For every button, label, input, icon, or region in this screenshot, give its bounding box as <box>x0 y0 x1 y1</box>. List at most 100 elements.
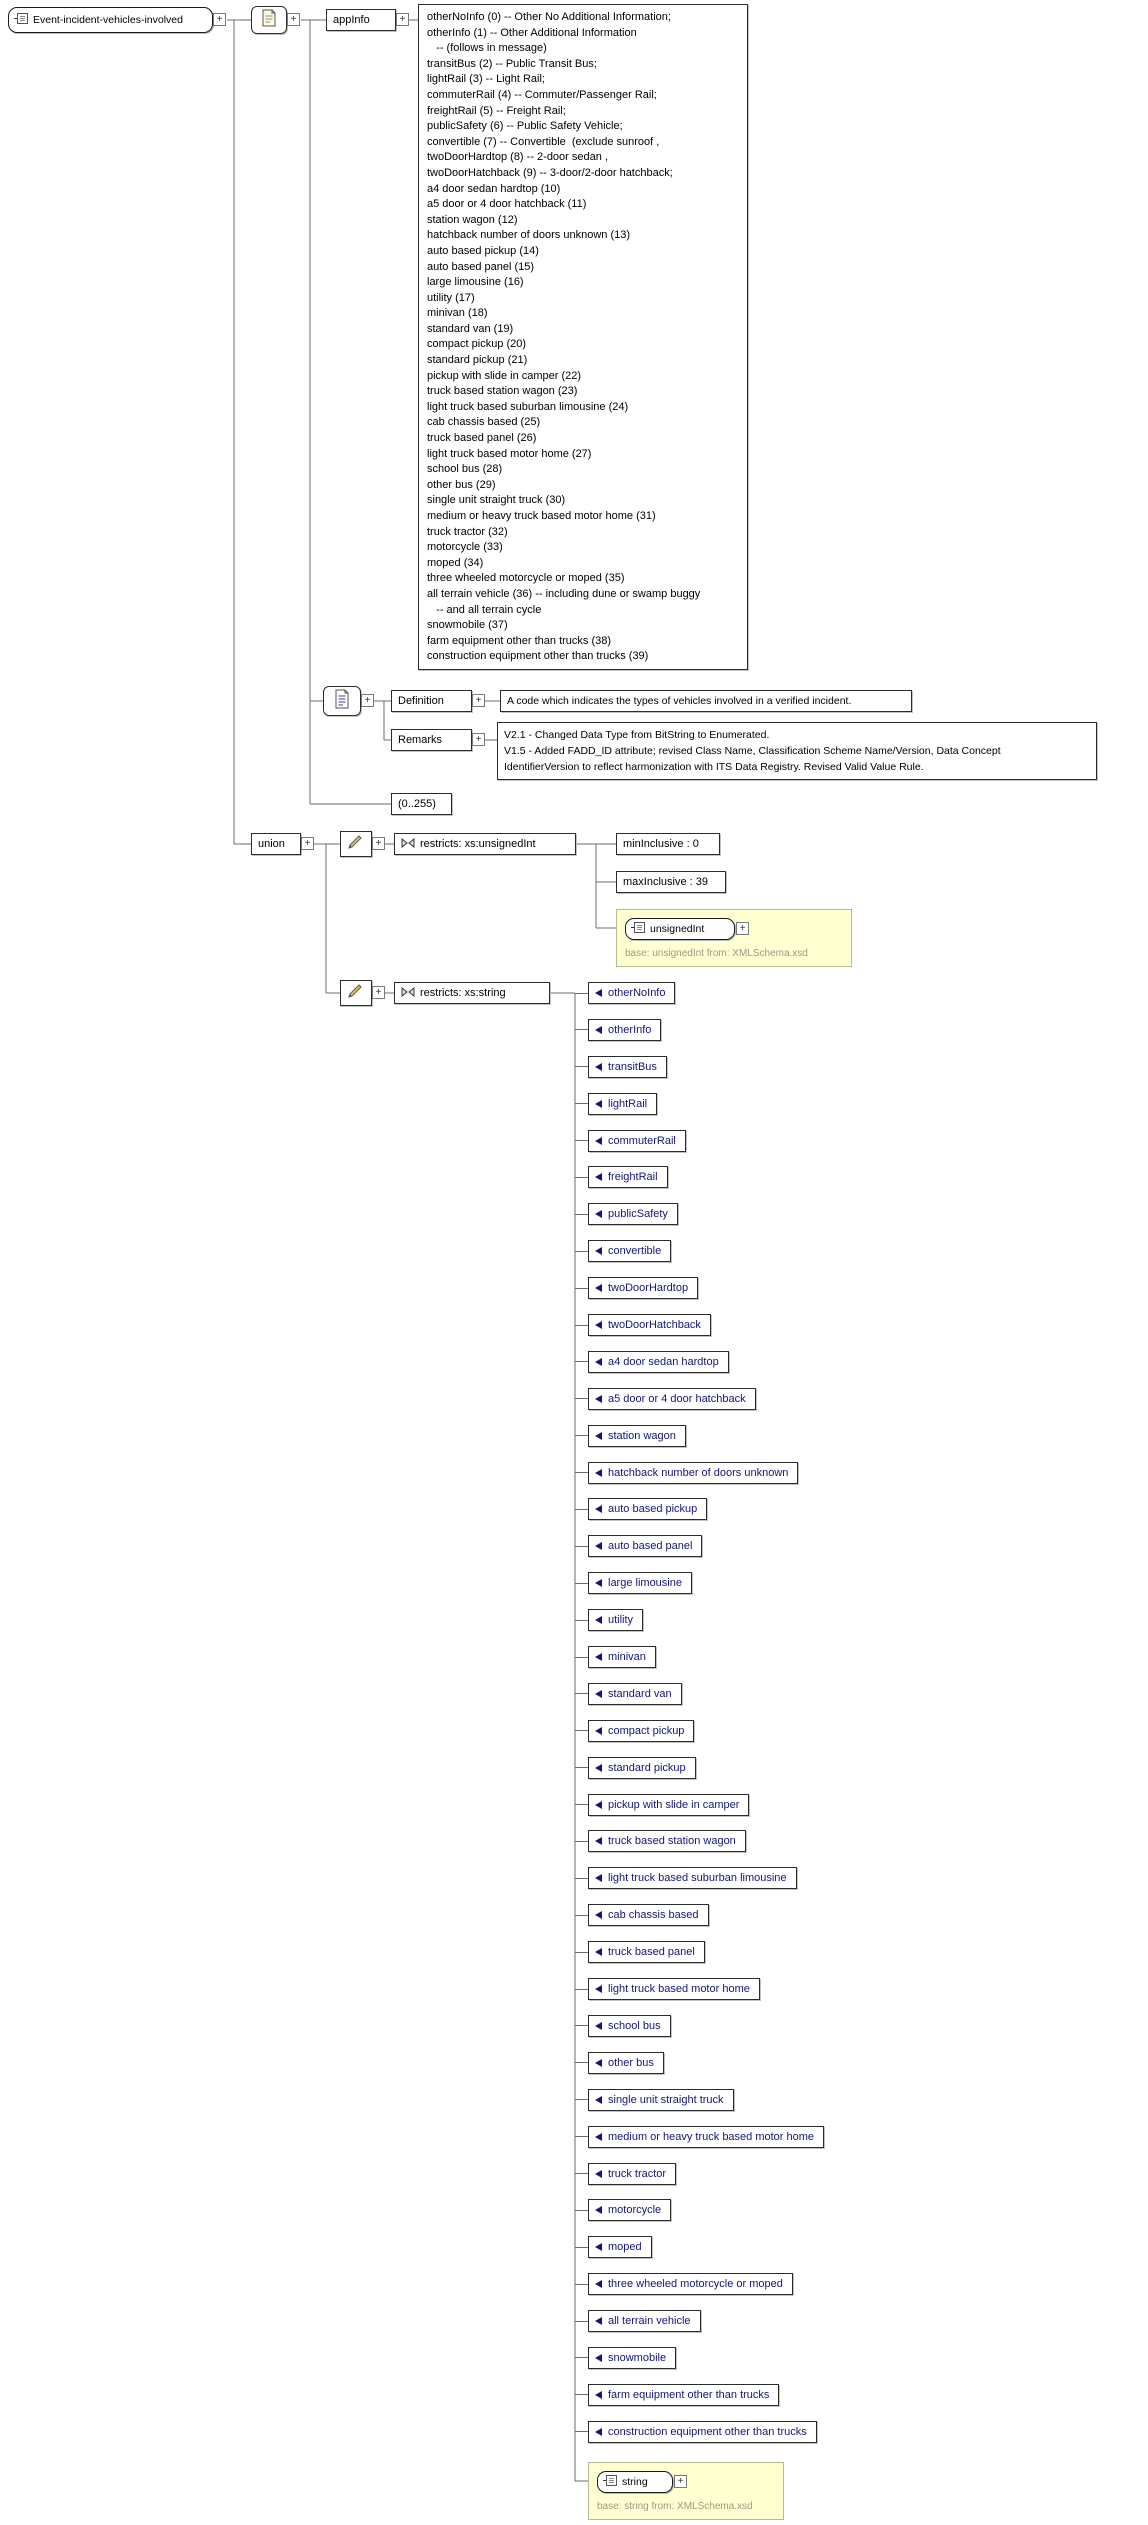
enumeration-label: transitBus <box>608 1060 657 1073</box>
root-element-box[interactable]: Event-incident-vehicles-involved <box>8 7 213 33</box>
enumeration-facet[interactable]: truck tractor <box>588 2162 677 2185</box>
enumeration-facet[interactable]: truck based panel <box>588 1941 705 1964</box>
base-type-box-unsignedint[interactable]: unsignedInt <box>625 918 735 940</box>
enumeration-facet[interactable]: publicSafety <box>588 1203 678 1226</box>
enumeration-icon <box>595 2206 602 2215</box>
appinfo-line: compact pickup (20) <box>427 338 527 351</box>
enumeration-facet[interactable]: transitBus <box>588 1055 667 1078</box>
enumeration-icon <box>595 1542 602 1551</box>
enumeration-facet[interactable]: commuterRail <box>588 1129 686 1152</box>
expand-handle-base-string[interactable]: + <box>674 2475 687 2488</box>
remarks-label: Remarks <box>398 734 443 746</box>
enumeration-facet[interactable]: other bus <box>588 2051 664 2074</box>
enumeration-facet[interactable]: hatchback number of doors unknown <box>588 1461 799 1484</box>
appinfo-line: otherNoInfo (0) -- Other No Additional I… <box>427 11 671 23</box>
enumeration-facet[interactable]: a5 door or 4 door hatchback <box>588 1387 756 1410</box>
appinfo-label: appInfo <box>333 14 370 26</box>
connector-stub <box>575 1582 588 1584</box>
enumeration-icon <box>595 1837 602 1846</box>
derived-by-box-string[interactable] <box>340 980 372 1006</box>
enumeration-label: hatchback number of doors unknown <box>608 1466 789 1479</box>
appinfo-line: construction equipment other than trucks… <box>427 650 649 663</box>
connector-stub <box>575 1140 588 1142</box>
enumeration-facet[interactable]: auto based panel <box>588 1535 703 1558</box>
enumeration-facet[interactable]: compact pickup <box>588 1719 695 1742</box>
connector-stub <box>575 1066 588 1068</box>
expand-handle-base-unsignedint[interactable]: + <box>736 922 749 935</box>
appinfo-box[interactable]: appInfo <box>326 9 396 31</box>
appinfo-line: standard van (19) <box>427 322 514 335</box>
enumeration-facet[interactable]: minivan <box>588 1646 656 1669</box>
enumeration-label: lightRail <box>608 1097 648 1110</box>
enumeration-icon <box>595 1357 602 1366</box>
enumeration-facet[interactable]: twoDoorHatchback <box>588 1314 711 1337</box>
enumeration-row: single unit straight truck <box>575 2088 824 2111</box>
restriction-box-unsignedint[interactable]: restricts: xs:unsignedInt <box>394 833 576 855</box>
enumeration-facet[interactable]: convertible <box>588 1240 672 1263</box>
expand-handle-deriv-string[interactable]: + <box>372 986 385 999</box>
enumeration-facet[interactable]: moped <box>588 2236 652 2259</box>
remarks-box[interactable]: Remarks <box>391 729 472 751</box>
enumeration-facet[interactable]: a4 door sedan hardtop <box>588 1350 729 1373</box>
union-box[interactable]: union <box>251 833 301 855</box>
enumeration-label: pickup with slide in camper <box>608 1798 740 1811</box>
expand-handle-definition[interactable]: + <box>472 694 485 707</box>
enumeration-label: twoDoorHatchback <box>608 1319 701 1332</box>
enumeration-facet[interactable]: light truck based suburban limousine <box>588 1867 797 1890</box>
enumeration-row: truck based panel <box>575 1941 824 1964</box>
expand-handle-appinfo[interactable]: + <box>396 13 409 26</box>
enumeration-facet[interactable]: three wheeled motorcycle or moped <box>588 2273 793 2296</box>
appinfo-line: commuterRail (4) -- Commuter/Passenger R… <box>427 88 657 101</box>
enumeration-facet[interactable]: pickup with slide in camper <box>588 1793 750 1816</box>
enumeration-facet[interactable]: large limousine <box>588 1572 692 1595</box>
enumeration-label: a4 door sedan hardtop <box>608 1355 719 1368</box>
enumeration-facet[interactable]: freightRail <box>588 1166 668 1189</box>
definition-box[interactable]: Definition <box>391 690 472 712</box>
connector-stub <box>575 1324 588 1326</box>
enumeration-facet[interactable]: otherInfo <box>588 1018 662 1041</box>
enumeration-label: convertible <box>608 1245 662 1258</box>
enumeration-row: a5 door or 4 door hatchback <box>575 1387 824 1410</box>
enumeration-facet[interactable]: medium or heavy truck based motor home <box>588 2125 825 2148</box>
expand-handle-deriv-unsignedint[interactable]: + <box>372 837 385 850</box>
enumeration-row: cab chassis based <box>575 1904 824 1927</box>
enumeration-icon <box>595 2317 602 2326</box>
enumeration-facet[interactable]: all terrain vehicle <box>588 2310 701 2333</box>
enumeration-facet[interactable]: station wagon <box>588 1424 686 1447</box>
enumeration-facet[interactable]: cab chassis based <box>588 1904 709 1927</box>
base-type-box-string[interactable]: string <box>597 2471 673 2493</box>
enumeration-facet[interactable]: school bus <box>588 2014 671 2037</box>
enumeration-icon <box>595 1616 602 1625</box>
remarks-line: V2.1 - Changed Data Type from BitString … <box>504 729 770 741</box>
enumeration-facet[interactable]: construction equipment other than trucks <box>588 2420 817 2443</box>
restriction-box-string[interactable]: restricts: xs:string <box>394 982 550 1004</box>
annotation-box[interactable] <box>251 6 287 34</box>
appinfo-line: twoDoorHardtop (8) -- 2-door sedan , <box>427 151 608 164</box>
enumeration-icon <box>595 1911 602 1920</box>
documentation-box[interactable] <box>323 686 361 716</box>
enumeration-facet[interactable]: auto based pickup <box>588 1498 708 1521</box>
expand-handle-root[interactable]: + <box>213 13 226 26</box>
enumeration-icon <box>595 2132 602 2141</box>
enumeration-row: minivan <box>575 1646 824 1669</box>
expand-handle-annotation[interactable]: + <box>287 13 300 26</box>
enumeration-facet[interactable]: motorcycle <box>588 2199 672 2222</box>
enumeration-facet[interactable]: otherNoInfo <box>588 982 676 1004</box>
enumeration-label: commuterRail <box>608 1134 676 1147</box>
enumeration-facet[interactable]: standard pickup <box>588 1756 696 1779</box>
derived-by-box-unsignedint[interactable] <box>340 831 372 857</box>
enumeration-facet[interactable]: standard van <box>588 1682 682 1705</box>
enumeration-facet[interactable]: truck based station wagon <box>588 1830 746 1853</box>
enumeration-facet[interactable]: single unit straight truck <box>588 2088 734 2111</box>
enumeration-facet[interactable]: light truck based motor home <box>588 1978 760 2001</box>
enumeration-facet[interactable]: farm equipment other than trucks <box>588 2383 780 2406</box>
expand-handle-documentation[interactable]: + <box>361 694 374 707</box>
expand-handle-remarks[interactable]: + <box>472 733 485 746</box>
enumeration-facet[interactable]: lightRail <box>588 1092 658 1115</box>
expand-handle-union[interactable]: + <box>301 837 314 850</box>
enumeration-facet[interactable]: snowmobile <box>588 2346 677 2369</box>
enumeration-facet[interactable]: twoDoorHardtop <box>588 1277 699 1300</box>
appinfo-line: standard pickup (21) <box>427 354 528 367</box>
appinfo-line: a4 door sedan hardtop (10) <box>427 182 561 195</box>
enumeration-facet[interactable]: utility <box>588 1609 644 1632</box>
